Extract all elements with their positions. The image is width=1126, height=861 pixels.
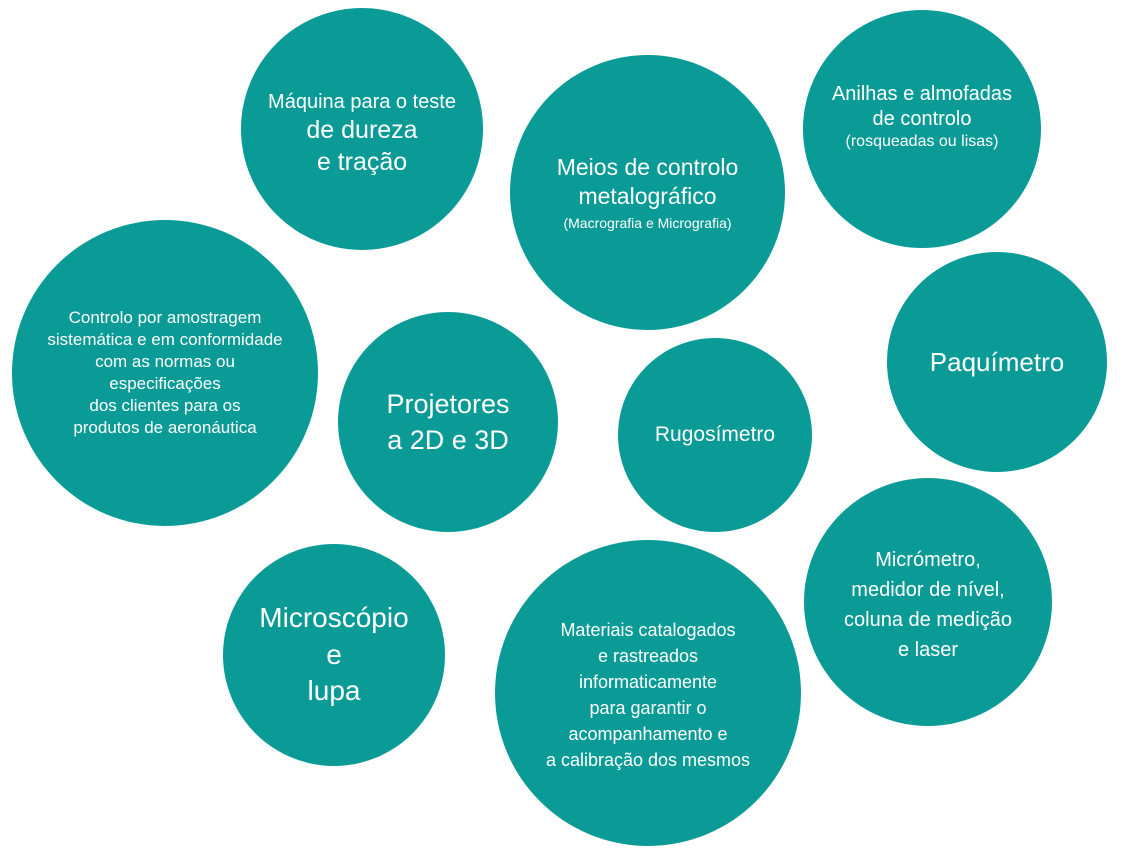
bubble-text: Máquina para o teste bbox=[268, 91, 456, 114]
bubble-text: de controlo bbox=[872, 108, 972, 130]
bubble-text: e tração bbox=[316, 147, 408, 176]
bubble-text: Controlo por amostragem bbox=[68, 307, 262, 327]
bubble-text: informaticamente bbox=[578, 671, 718, 692]
bubble-dureza-tracao: Máquina para o teste de dureza e tração bbox=[241, 8, 483, 250]
bubble-text: Paquímetro bbox=[929, 346, 1065, 377]
bubble-rugosimetro: Rugosímetro bbox=[618, 338, 812, 532]
bubble-paquimetro: Paquímetro bbox=[887, 252, 1107, 472]
bubble-text: (rosqueadas ou lisas) bbox=[845, 133, 999, 150]
bubble-text: lupa bbox=[307, 675, 361, 707]
bubble-text: a 2D e 3D bbox=[387, 425, 509, 455]
bubble-text: sistemática e em conformidade bbox=[47, 329, 283, 349]
bubble-meios-controlo-metalografico: Meios de controlo metalográfico (Macrogr… bbox=[510, 55, 785, 330]
bubble-text: dos clientes para os bbox=[89, 396, 241, 416]
bubble-projetores: Projetores a 2D e 3D bbox=[338, 312, 558, 532]
bubble-text: e laser bbox=[897, 639, 959, 661]
bubble-text: (Macrografia e Micrografia) bbox=[563, 214, 732, 231]
bubble-text: coluna de medição bbox=[844, 609, 1012, 631]
bubble-text: Rugosímetro bbox=[654, 422, 776, 446]
bubble-microscopio-lupa: Microscópio e lupa bbox=[223, 544, 445, 766]
bubble-text: de dureza bbox=[306, 116, 418, 145]
bubble-micrometro: Micrómetro, medidor de nível, coluna de … bbox=[804, 478, 1052, 726]
bubble-text: Projetores bbox=[386, 388, 510, 419]
bubble-text: produtos de aeronáutica bbox=[73, 418, 257, 438]
bubble-text: medidor de nível, bbox=[851, 579, 1005, 601]
bubble-controlo-amostragem: Controlo por amostragem sistemática e em… bbox=[12, 220, 318, 526]
bubble-text: com as normas ou bbox=[95, 351, 235, 371]
bubble-text: Micrómetro, bbox=[875, 549, 981, 571]
bubble-text: e bbox=[326, 638, 342, 670]
bubble-anilhas-almofadas: Anilhas e almofadas de controlo (rosquea… bbox=[803, 10, 1041, 248]
bubble-text: e rastreados bbox=[597, 645, 699, 666]
bubble-materiais-catalogados: Materiais catalogados e rastreados infor… bbox=[495, 540, 801, 846]
bubble-text: Anilhas e almofadas bbox=[831, 83, 1013, 105]
bubble-text: Meios de controlo bbox=[556, 154, 739, 180]
bubble-text: a calibração dos mesmos bbox=[545, 750, 751, 771]
bubble-text: acompanhamento e bbox=[568, 724, 728, 745]
bubble-text: Microscópio bbox=[259, 602, 409, 634]
bubble-text: especificações bbox=[109, 374, 221, 393]
bubble-text: metalográfico bbox=[578, 182, 717, 209]
bubble-text: Materiais catalogados bbox=[560, 619, 736, 640]
bubble-text: para garantir o bbox=[589, 698, 707, 718]
